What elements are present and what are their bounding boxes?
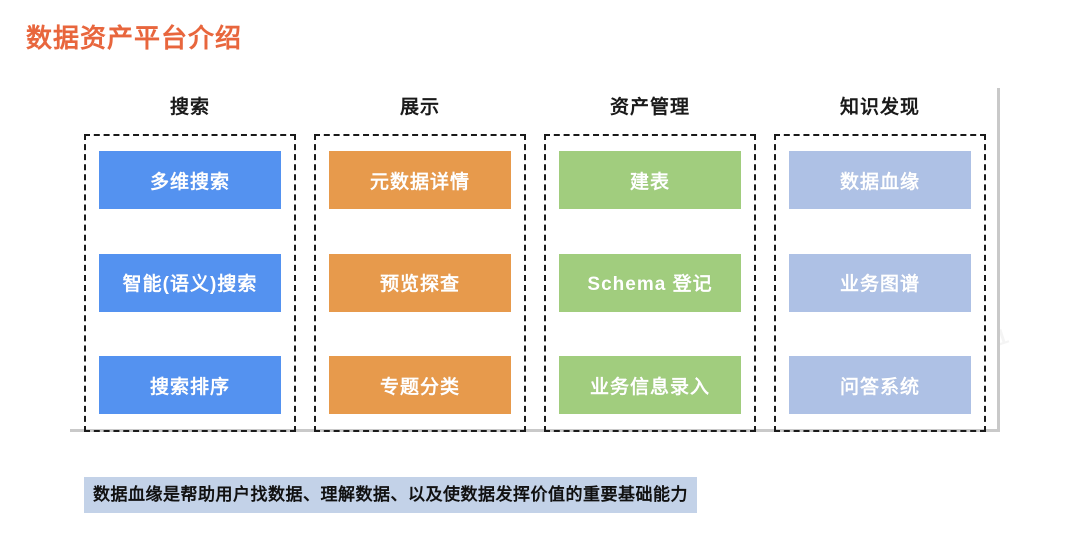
column-header-knowledge-discovery: 知识发现 bbox=[839, 97, 920, 118]
capability-chip[interactable]: 问答系统 bbox=[789, 356, 971, 414]
column-dashed-group-asset-management: 建表 Schema 登记 业务信息录入 bbox=[544, 134, 756, 432]
capability-chip[interactable]: 元数据详情 bbox=[329, 151, 511, 209]
column-dashed-group-display: 元数据详情 预览探查 专题分类 bbox=[314, 134, 526, 432]
capability-chip[interactable]: 业务图谱 bbox=[789, 253, 971, 312]
capability-chip[interactable]: 搜索排序 bbox=[99, 356, 281, 414]
capability-column-search: 搜索 多维搜索 智能(语义)搜索 搜索排序 bbox=[84, 88, 296, 432]
capability-column-asset-management: 资产管理 建表 Schema 登记 业务信息录入 bbox=[544, 88, 756, 432]
column-header-search: 搜索 bbox=[169, 97, 210, 118]
capability-columns: 搜索 多维搜索 智能(语义)搜索 搜索排序 展示 元数据详情 预览探查 专题分类… bbox=[70, 88, 1000, 432]
capability-chip[interactable]: 建表 bbox=[559, 151, 741, 209]
caption-banner: 数据血缘是帮助用户找数据、理解数据、以及使数据发挥价值的重要基础能力 bbox=[84, 477, 697, 513]
capability-chip[interactable]: 数据血缘 bbox=[789, 151, 971, 209]
page-title: 数据资产平台介绍 bbox=[26, 23, 243, 53]
column-dashed-group-search: 多维搜索 智能(语义)搜索 搜索排序 bbox=[84, 134, 296, 432]
column-header-asset-management: 资产管理 bbox=[609, 97, 690, 118]
capability-chip[interactable]: 多维搜索 bbox=[99, 151, 281, 209]
column-header-display: 展示 bbox=[399, 97, 440, 118]
column-dashed-group-knowledge-discovery: 数据血缘 业务图谱 问答系统 bbox=[774, 134, 986, 432]
capability-chip[interactable]: 业务信息录入 bbox=[559, 356, 741, 414]
capability-chip[interactable]: 专题分类 bbox=[329, 356, 511, 414]
capability-panel: 搜索 多维搜索 智能(语义)搜索 搜索排序 展示 元数据详情 预览探查 专题分类… bbox=[70, 88, 1000, 432]
capability-chip[interactable]: 预览探查 bbox=[329, 253, 511, 312]
capability-column-knowledge-discovery: 知识发现 数据血缘 业务图谱 问答系统 bbox=[774, 88, 986, 432]
capability-chip[interactable]: 智能(语义)搜索 bbox=[99, 253, 281, 312]
capability-column-display: 展示 元数据详情 预览探查 专题分类 bbox=[314, 88, 526, 432]
capability-chip[interactable]: Schema 登记 bbox=[559, 253, 741, 312]
